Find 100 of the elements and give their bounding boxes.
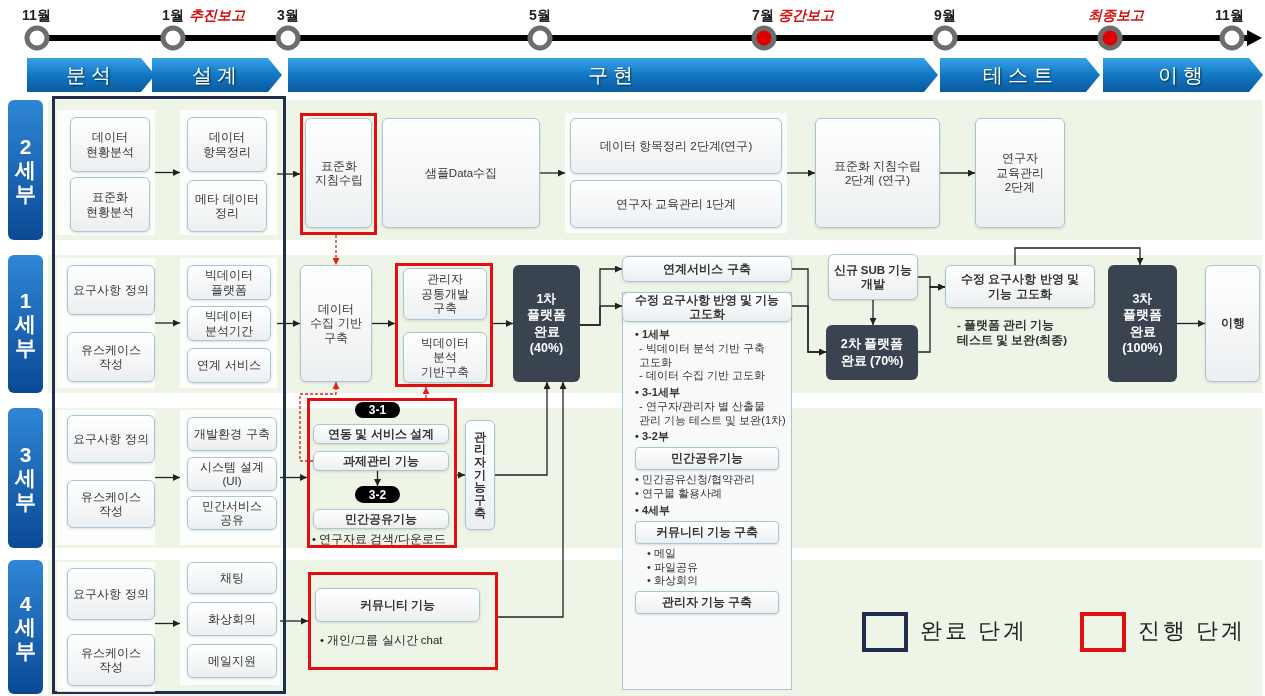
box-label: 표준화 지침수립 <box>313 158 364 188</box>
arrow <box>791 305 827 356</box>
process-box <box>313 424 449 444</box>
box-label: 3세부 <box>15 443 36 513</box>
note-text: - 플랫폼 관리 기능 테스트 및 보완(최종) <box>957 319 1068 346</box>
month-label: 3월 <box>277 6 299 25</box>
arrow <box>279 617 309 625</box>
arrow <box>492 320 514 327</box>
stage-frame <box>52 96 286 694</box>
arrow <box>539 169 566 177</box>
process-box <box>187 457 277 491</box>
box-label: 데이터 항목정리 <box>202 130 252 159</box>
process-box <box>187 602 277 636</box>
box-label: 이행 <box>1158 63 1208 88</box>
arrow <box>371 320 396 327</box>
process-box <box>67 568 155 620</box>
process-box <box>187 644 277 678</box>
list-item: • 민간공유신청/협약관리 <box>635 473 755 486</box>
box-label: 구현 <box>588 63 638 88</box>
box-label: 연구자 교육관리 2단계 <box>995 151 1045 195</box>
process-box <box>70 117 150 172</box>
arrow <box>276 170 301 178</box>
report-label: 추진보고 <box>189 6 245 25</box>
arrow <box>154 474 181 481</box>
arrow <box>1176 320 1206 327</box>
report-label: 중간보고 <box>778 6 834 25</box>
process-box <box>67 265 155 315</box>
box-label: 관리자 공통개발 구축 <box>420 272 470 316</box>
month-label: 7월 <box>752 6 774 25</box>
box-label: 민간서비스 공유 <box>201 498 263 528</box>
box-label: 분석 <box>66 63 116 88</box>
box-label: 요구사항 정의 <box>73 586 149 602</box>
process-box <box>975 118 1065 228</box>
list-item: • 연구물 활용사례 <box>635 487 722 499</box>
box-label: 수정 요구사항 반영 및 기능 고도화 <box>633 292 781 322</box>
legend-label: 진행 단계 <box>1138 617 1246 645</box>
column-panel <box>57 410 155 545</box>
process-box <box>403 332 487 383</box>
box-label: 데이터 현황분석 <box>85 130 135 159</box>
box-label: 3-1 <box>368 402 387 419</box>
arrow <box>579 302 623 326</box>
box-label: 빅데이터 분석기간 <box>204 309 254 338</box>
box-label: 샘플Data수집 <box>424 165 498 181</box>
column-panel <box>180 258 277 388</box>
row-tab <box>8 100 43 240</box>
box-label: 설계 <box>192 63 242 88</box>
month-label: 5월 <box>529 6 551 25</box>
arrow <box>276 320 301 327</box>
box-label: 민간공유기능 <box>671 452 743 464</box>
box-label: 연계 서비스 <box>197 358 261 373</box>
arrow <box>917 283 946 353</box>
legend-label: 완료 단계 <box>920 617 1028 645</box>
month-label: 11월 <box>22 6 51 25</box>
box-label: 수정 요구사항 반영 및 기능 고도화 <box>960 272 1080 301</box>
arrow <box>299 381 340 462</box>
box-label: 과제관리 기능 <box>343 453 419 469</box>
process-box <box>622 256 792 282</box>
phase-banner <box>152 58 282 92</box>
row-tab <box>8 560 43 694</box>
box-label: 관리자기능구축 <box>474 430 486 520</box>
arrow <box>154 620 181 627</box>
process-box <box>187 117 267 172</box>
column-panel <box>57 258 155 388</box>
box-label: 요구사항 정의 <box>73 431 149 447</box>
list-item: • 1세부 <box>635 328 671 340</box>
list-item: • 파일공유 <box>647 560 698 573</box>
box-label: 데이터 항목정리 2단계(연구) <box>599 138 753 154</box>
step-badge <box>355 486 400 503</box>
box-label: 1세부 <box>15 289 36 359</box>
list-item: • 화상회의 <box>647 574 698 587</box>
task-panel <box>622 292 792 690</box>
milestone-box <box>513 265 580 382</box>
month-label: 1월 <box>162 6 184 25</box>
box-label: 테스트 <box>982 63 1058 88</box>
list-item: - 데이터 수집 기반 고도화 <box>639 369 765 382</box>
process-box <box>315 588 480 622</box>
process-box <box>187 265 271 300</box>
process-box <box>570 118 782 174</box>
box-label: 4세부 <box>15 592 36 662</box>
process-box <box>187 348 271 383</box>
list-item: • 3-1세부 <box>635 386 680 398</box>
milestone-box <box>826 325 918 380</box>
arrow <box>154 319 181 327</box>
process-box <box>300 265 372 382</box>
process-box <box>187 306 271 341</box>
process-box <box>187 417 277 451</box>
process-box <box>945 265 1095 308</box>
column-panel <box>180 410 280 545</box>
box-label: 메타 데이터 정리 <box>194 191 260 221</box>
process-box <box>815 118 940 228</box>
process-box <box>67 415 155 463</box>
process-box <box>67 480 155 528</box>
box-label: 화상회의 <box>208 611 256 627</box>
process-box <box>635 447 779 471</box>
process-box <box>67 634 155 686</box>
list-item: - 빅데이터 분석 기반 구축 고도화 <box>639 341 765 368</box>
box-label: 표준화 지침수립 2단계 (연구) <box>832 158 923 188</box>
box-label: 개발환경 구축 <box>194 426 270 442</box>
phase-banner <box>940 58 1100 92</box>
box-label: 표준화 현황분석 <box>85 190 135 219</box>
